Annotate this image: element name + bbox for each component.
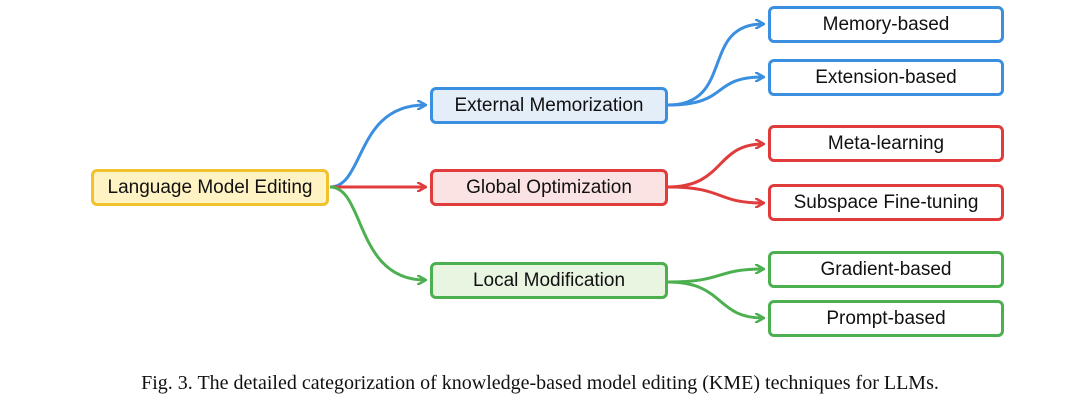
category-label-external-memorization: External Memorization [454, 94, 644, 116]
leaf-node-gradient-based: Gradient-based [768, 251, 1004, 288]
category-node-external-memorization: External Memorization [430, 87, 668, 124]
edge-root-to-external-memorization [329, 105, 425, 189]
leaf-label-memory-based: Memory-based [822, 13, 950, 35]
leaf-label-gradient-based: Gradient-based [820, 258, 952, 280]
leaf-label-subspace-fine-tuning: Subspace Fine-tuning [793, 191, 979, 213]
edge-external-to-memory-based [667, 24, 763, 107]
category-node-global-optimization: Global Optimization [430, 169, 668, 206]
leaf-label-extension-based: Extension-based [815, 66, 957, 88]
leaf-node-prompt-based: Prompt-based [768, 300, 1004, 337]
root-node: Language Model Editing [91, 169, 329, 206]
figure-caption: Fig. 3. The detailed categorization of k… [141, 372, 939, 394]
leaf-node-memory-based: Memory-based [768, 6, 1004, 43]
category-label-local-modification: Local Modification [472, 269, 626, 291]
root-node-label: Language Model Editing [107, 176, 313, 198]
edge-local-to-prompt-based [667, 280, 763, 318]
edge-local-to-gradient-based [667, 269, 763, 284]
category-node-local-modification: Local Modification [430, 262, 668, 299]
leaf-label-meta-learning: Meta-learning [827, 132, 945, 154]
leaf-label-prompt-based: Prompt-based [826, 307, 946, 329]
leaf-node-meta-learning: Meta-learning [768, 125, 1004, 162]
leaf-node-subspace-fine-tuning: Subspace Fine-tuning [768, 184, 1004, 221]
edge-external-to-extension-based [667, 77, 763, 107]
edge-global-to-subspace-fine-tuning [667, 185, 763, 203]
edge-root-to-local-modification [329, 185, 425, 280]
category-label-global-optimization: Global Optimization [466, 176, 632, 198]
leaf-node-extension-based: Extension-based [768, 59, 1004, 96]
edge-global-to-meta-learning [667, 144, 763, 189]
